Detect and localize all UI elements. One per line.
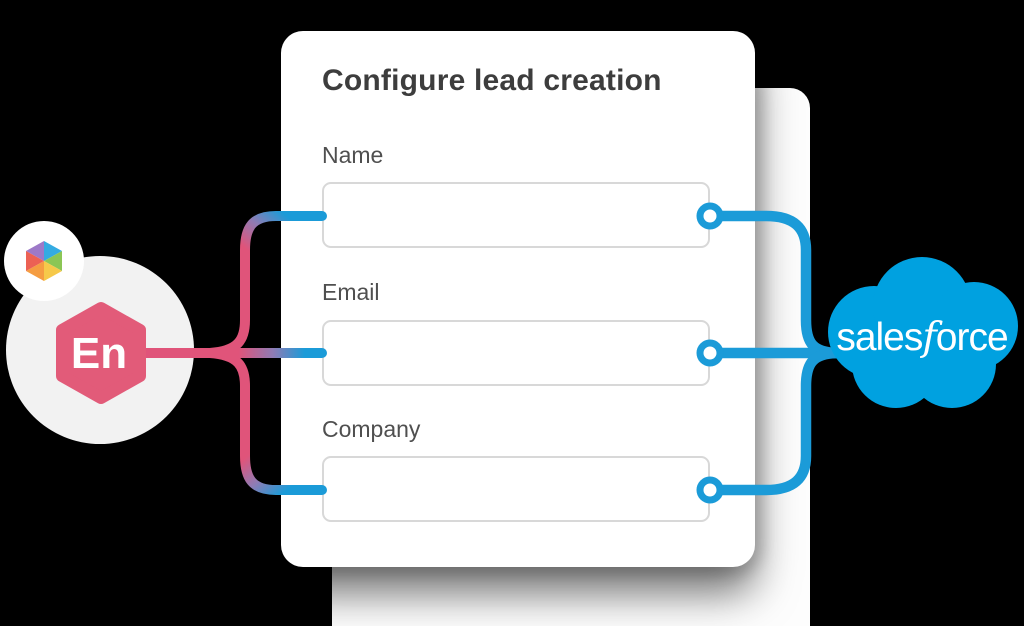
name-label: Name — [322, 142, 384, 168]
envoy-logo-circle — [6, 256, 194, 444]
salesforce-logo: salesforce — [828, 257, 1018, 408]
name-input[interactable] — [322, 182, 710, 248]
salesforce-wordmark: salesforce — [836, 315, 1007, 360]
page-title: Configure lead creation — [322, 64, 662, 97]
envoy-monogram: En — [71, 329, 127, 378]
lead-creation-card: Configure lead creation Name Email Compa… — [281, 31, 755, 567]
company-input[interactable] — [322, 456, 710, 522]
email-input[interactable] — [322, 320, 710, 386]
multicolor-hexagon-icon — [26, 241, 62, 281]
badge-circle — [4, 221, 84, 301]
email-label: Email — [322, 279, 380, 305]
envoy-hexagon-logo: En — [56, 302, 146, 404]
company-label: Company — [322, 416, 421, 442]
